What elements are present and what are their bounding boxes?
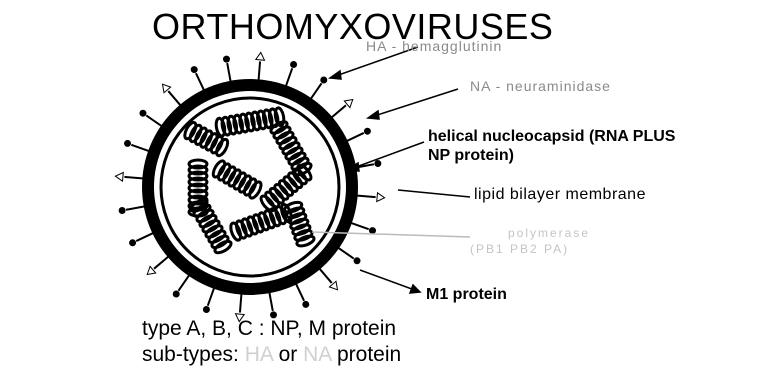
label-nucleocapsid-line2: NP protein) [428,147,514,165]
na-pointer [368,89,458,118]
spike-stalk [208,286,215,306]
spike-stalk [154,255,170,269]
ha-spike-head [223,56,230,63]
label-polymerase-line2: (PB1 PB2 PA) [470,242,569,256]
na-arrowhead [368,111,379,119]
spike-stalk [227,63,231,84]
label-lipid-bilayer: lipid bilayer membrane [474,186,646,204]
ha-spike-head [302,301,309,308]
label-m1-protein: M1 protein [426,286,507,304]
ha-spike-head [203,306,210,313]
ha-spike-head [290,61,297,68]
spike-stalk [355,195,376,197]
ha-spike-head [369,227,376,234]
spike-stalk [178,273,190,290]
spike-stalk [336,247,353,259]
label-nucleocapsid-line1: helical nucleocapsid (RNA PLUS [428,128,675,146]
subtypes-suffix: protein [337,343,401,366]
label-polymerase-line1: polymerase [508,226,590,240]
subtypes-ha: HA [245,343,273,366]
ha-spike-head [173,291,180,298]
ha-spike-head [129,239,136,246]
subtypes-prefix: sub-types: [142,343,239,366]
ha-arrowhead [330,71,341,79]
spike-stalk [126,206,147,210]
spike-stalk [330,105,346,119]
spike-stalk [310,83,322,100]
ha-spike-head [320,76,327,83]
nucleocapsid-pointer [348,142,424,170]
na-spike-head [256,52,265,60]
ha-spike-head [374,160,381,167]
virion-interior [154,91,346,283]
na-spike-head [115,173,123,182]
subtypes-or: or [279,343,298,366]
spike-stalk [295,282,304,301]
na-spike-head [377,193,385,202]
spike-stalk [269,290,273,311]
label-ha: HA - hemagglutinin [366,38,502,54]
ha-spike-head [124,140,131,147]
spike-stalk [318,267,332,283]
spike-stalk [285,68,292,88]
ha-spike-head [139,110,146,117]
spike-stalk [240,292,242,313]
spike-stalk [131,145,151,152]
spike-stalk [345,133,364,142]
spike-stalk [349,222,369,229]
ha-spike-head [354,257,361,264]
ha-spike-head [119,207,126,214]
footer-line-subtypes: sub-types: HA or NA protein [142,343,401,367]
ha-spike-head [364,128,371,135]
spike-stalk [136,232,155,241]
spike-stalk [168,91,182,107]
spike-stalk [258,61,260,82]
label-na: NA - neuraminidase [470,78,611,94]
spike-stalk [124,177,145,179]
spike-stalk [196,73,205,92]
m1-arrowhead [410,285,420,293]
lipid-pointer [398,190,470,197]
spike-stalk [146,115,163,127]
ha-spike-head [191,66,198,73]
subtypes-na: NA [303,343,331,366]
footer-line-types: type A, B, C : NP, M protein [142,317,396,341]
